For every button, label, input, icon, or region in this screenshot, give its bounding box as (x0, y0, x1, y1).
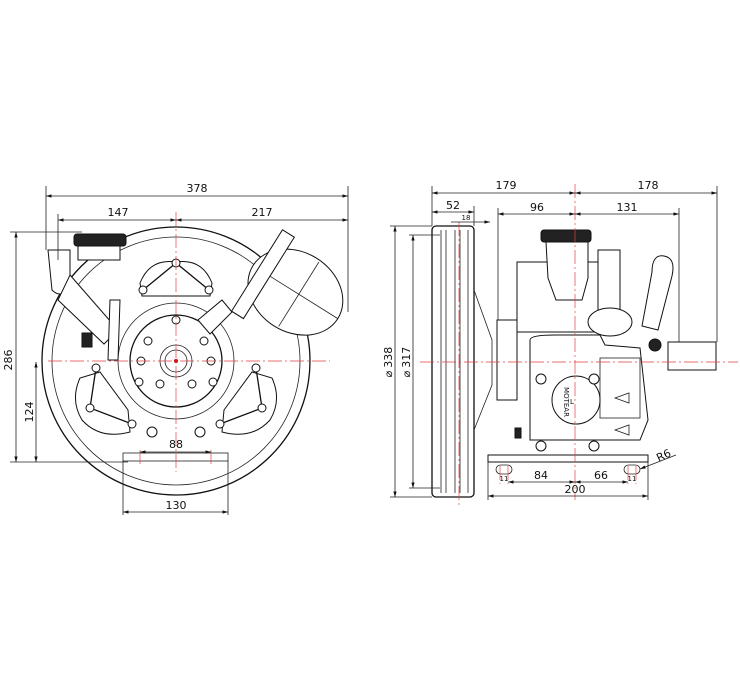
svg-text:MOTEAR: MOTEAR (562, 387, 570, 417)
svg-text:R6: R6 (654, 447, 673, 465)
dim-pulley-width: 52 (432, 199, 475, 226)
front-view: 378 147 217 286 124 88 130 (2, 182, 349, 515)
bearing-housing (496, 319, 518, 401)
dim-left-depth: 179 (431, 179, 718, 342)
dim-hole-right: 66 (575, 469, 628, 484)
pump-body-side: MOTEAR L (514, 229, 717, 452)
dim-slot-radius: R6 (639, 447, 677, 470)
mount-slot-right (623, 464, 641, 475)
mount-slot-left (495, 464, 513, 475)
dim-pulley-outer-dia: ⌀338 (382, 225, 432, 498)
svg-text:200: 200 (565, 483, 586, 496)
svg-text:178: 178 (638, 179, 659, 192)
air-chamber (230, 229, 344, 336)
dim-left-offset: 147 (57, 206, 176, 260)
svg-text:130: 130 (166, 499, 187, 512)
dim-left-body: 96 (497, 201, 680, 342)
dim-overall-width: 378 (45, 182, 349, 312)
svg-text:52: 52 (446, 199, 460, 212)
base-plate-side (487, 454, 649, 463)
dim-overall-height: 286 (2, 231, 128, 463)
svg-text:96: 96 (530, 201, 544, 214)
dim-base-width: 130 (122, 461, 229, 515)
svg-text:217: 217 (252, 206, 273, 219)
dim-slot-widths: 11 11 (500, 475, 637, 483)
dim-label-378: 378 (187, 182, 208, 195)
svg-text:11: 11 (500, 475, 509, 483)
dim-hole-left: 84 (508, 469, 575, 484)
side-view: MOTEAR L 179 178 (382, 179, 738, 505)
pulley-outer-circle (41, 226, 311, 496)
dim-right-body: 131 (575, 201, 679, 216)
diaphragm-head-right (215, 363, 277, 435)
svg-text:286: 286 (2, 350, 15, 371)
svg-text:147: 147 (108, 206, 129, 219)
dim-groove-width: 18 (451, 214, 490, 224)
svg-text:66: 66 (594, 469, 608, 482)
diaphragm-head-left (75, 363, 137, 435)
svg-text:124: 124 (23, 402, 36, 423)
svg-text:88: 88 (169, 438, 183, 451)
dim-base-length: 200 (487, 462, 649, 500)
dim-right-offset: 217 (176, 206, 348, 222)
dim-right-depth: 178 (575, 179, 717, 195)
svg-text:11: 11 (628, 475, 637, 483)
base-plate (122, 452, 229, 462)
svg-text:84: 84 (534, 469, 548, 482)
svg-text:L: L (570, 398, 574, 406)
svg-text:⌀317: ⌀317 (400, 347, 413, 378)
svg-text:18: 18 (462, 214, 471, 222)
regulator-valve (47, 233, 233, 361)
dim-pulley-inner-dia: ⌀317 (400, 234, 440, 489)
svg-text:⌀338: ⌀338 (382, 347, 395, 378)
dim-mount-spacing: 88 (140, 438, 211, 454)
dim-shaft-height: 124 (23, 362, 38, 462)
svg-text:131: 131 (617, 201, 638, 214)
pulley-side (431, 225, 493, 498)
svg-text:179: 179 (496, 179, 517, 192)
